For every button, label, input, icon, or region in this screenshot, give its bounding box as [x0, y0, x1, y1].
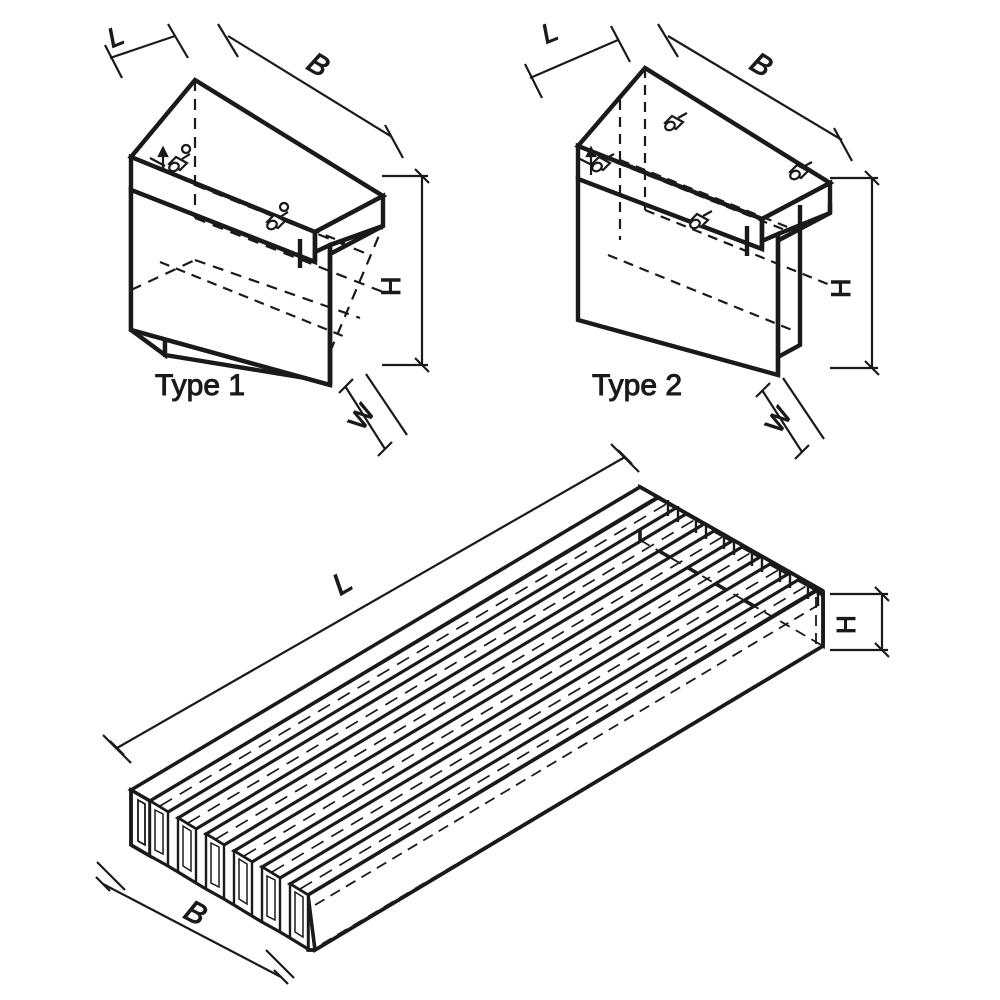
type1-label: Type 1	[155, 369, 245, 402]
type1-W-label: W	[342, 398, 381, 436]
type2-L-label: L	[537, 16, 562, 49]
type1-pin	[265, 201, 290, 231]
type1-dimension-L	[104, 23, 189, 79]
type1-hidden-lines	[130, 80, 385, 353]
type1-H-label: H	[376, 277, 406, 297]
grating-cross-rods	[666, 500, 820, 605]
type2-pin	[590, 153, 615, 173]
type2-pin	[663, 112, 688, 132]
type2-B-label: B	[744, 47, 777, 84]
type2-view	[524, 23, 880, 460]
type2-pin	[788, 161, 813, 181]
type2-hidden-lines	[599, 68, 831, 332]
type1-view	[104, 23, 430, 457]
type1-B-label: B	[301, 47, 334, 84]
grating-end-section	[129, 786, 310, 952]
grating-dimension-H	[830, 586, 890, 658]
type2-dimension-H	[830, 170, 880, 376]
type2-dimension-L	[524, 25, 631, 99]
grating-dimension-B	[95, 861, 295, 985]
type2-W-label: W	[759, 401, 798, 439]
type1-dimension-W	[338, 373, 408, 457]
grating-view	[95, 443, 890, 985]
grating-dimension-L	[102, 443, 640, 764]
type1-dimension-H	[382, 168, 430, 373]
grating-hidden-rods	[159, 502, 809, 890]
type2-dimension-W	[755, 377, 825, 460]
type1-dimension-B	[217, 23, 404, 159]
type1-pin	[167, 143, 192, 173]
type2-dimension-B	[657, 23, 853, 162]
grating-L-label: L	[327, 565, 358, 602]
type2-pin	[688, 210, 713, 230]
grating-H-label: H	[831, 615, 861, 634]
type2-label: Type 2	[592, 369, 682, 402]
type2-H-label: H	[826, 279, 856, 299]
